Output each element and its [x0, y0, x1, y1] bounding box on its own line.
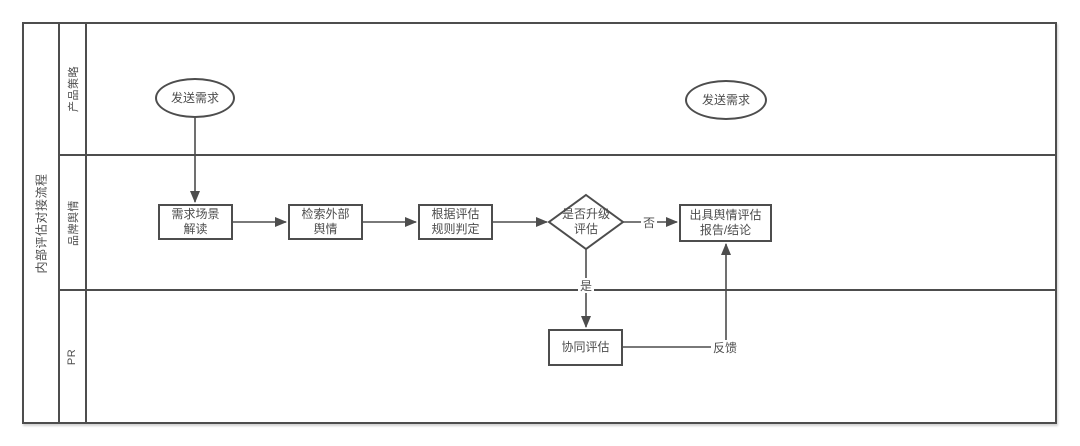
node-judge-by-rules: 根据评估 规则判定	[418, 204, 493, 240]
node-decision-upgrade-evaluation: 是否升级 评估	[561, 207, 610, 236]
decision-diamond-shape	[547, 193, 625, 251]
node-requirement-interpretation: 需求场景 解读	[158, 204, 233, 240]
node-start-send-request: 发送需求	[155, 78, 235, 118]
edge-collaborate-feedback-to-report	[623, 243, 731, 348]
lane-pr: PR	[60, 291, 1055, 422]
node-end-send-request: 发送需求	[685, 80, 767, 120]
lane-label-cell-brand-sentiment: 品牌舆情	[60, 156, 87, 289]
lane-rows: 产品策略 品牌舆情 PR	[60, 24, 1055, 422]
edge-label-no: 否	[641, 215, 657, 230]
lane-label-cell-product-strategy: 产品策略	[60, 24, 87, 154]
lane-product-strategy: 产品策略	[60, 24, 1055, 156]
lane-brand-sentiment: 品牌舆情	[60, 156, 1055, 291]
node-search-external-sentiment: 检索外部 舆情	[288, 204, 363, 240]
edge-label-yes: 是	[578, 278, 594, 293]
pool-title-cell: 内部评估对接流程	[24, 24, 60, 422]
lane-label-cell-pr: PR	[60, 291, 87, 422]
node-issue-sentiment-report: 出具舆情评估 报告/结论	[679, 204, 772, 242]
edge-label-feedback: 反馈	[711, 340, 739, 355]
node-collaborative-evaluation: 协同评估	[548, 329, 623, 366]
